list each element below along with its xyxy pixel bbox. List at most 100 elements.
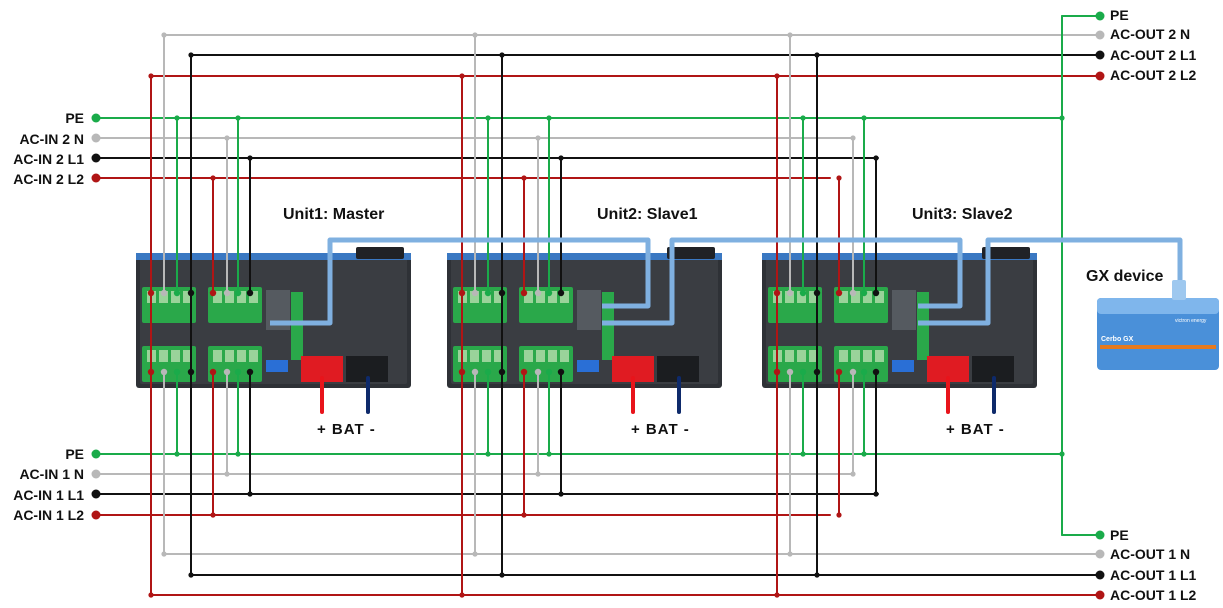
junction-dot bbox=[873, 155, 879, 161]
gx-device-stripe bbox=[1100, 345, 1216, 349]
ac-out-terminal-dot bbox=[1095, 549, 1105, 559]
terminal-screw bbox=[809, 291, 818, 303]
junction-dot bbox=[499, 572, 505, 578]
terminal-screw bbox=[785, 350, 794, 362]
junction-dot bbox=[836, 175, 842, 181]
aux-terminal bbox=[602, 292, 614, 360]
terminal-screw bbox=[548, 291, 557, 303]
terminal-dot bbox=[849, 368, 857, 376]
ac-in-1-n-label: AC-IN 1 N bbox=[19, 466, 84, 482]
junction-dot bbox=[148, 73, 154, 79]
terminal-screw bbox=[851, 291, 860, 303]
ac-in-terminal-dot bbox=[91, 153, 101, 163]
terminal-dot bbox=[557, 368, 565, 376]
terminal-dot bbox=[223, 368, 231, 376]
ac-out-1-pe-label: PE bbox=[1110, 527, 1129, 543]
terminal-screw bbox=[797, 291, 806, 303]
terminal-screw bbox=[494, 291, 503, 303]
unit-top-strip bbox=[447, 253, 722, 260]
junction-dot bbox=[814, 52, 820, 58]
terminal-screw bbox=[183, 350, 192, 362]
junction-dot bbox=[546, 115, 552, 121]
terminal-screw bbox=[863, 350, 872, 362]
terminal-screw bbox=[839, 291, 848, 303]
terminal-dot bbox=[484, 368, 492, 376]
junction-dot bbox=[774, 592, 780, 598]
junction-dot bbox=[787, 551, 793, 557]
ac-out-terminal-dot bbox=[1095, 50, 1105, 60]
terminal-screw bbox=[213, 291, 222, 303]
ac-in-1-l2-label: AC-IN 1 L2 bbox=[13, 507, 84, 523]
terminal-dot bbox=[849, 289, 857, 297]
terminal-dot bbox=[872, 289, 880, 297]
terminal-dot bbox=[234, 289, 242, 297]
junction-dot bbox=[188, 52, 194, 58]
unit3-title: Unit3: Slave2 bbox=[912, 206, 1013, 223]
ac-out-terminal-dot bbox=[1095, 11, 1105, 21]
junction-dot bbox=[161, 551, 167, 557]
terminal-dot bbox=[246, 289, 254, 297]
gx-device-title: GX device bbox=[1086, 268, 1164, 285]
terminal-screw bbox=[237, 350, 246, 362]
ac-out-2-l1-label: AC-OUT 2 L1 bbox=[1110, 47, 1197, 63]
junction-dot bbox=[161, 32, 167, 38]
terminal-screw bbox=[536, 350, 545, 362]
ac-in-2-n-label: AC-IN 2 N bbox=[19, 131, 84, 147]
terminal-screw bbox=[863, 291, 872, 303]
terminal-dot bbox=[173, 289, 181, 297]
ve-bus-cable-2-3 bbox=[602, 237, 963, 326]
terminal-dot bbox=[458, 368, 466, 376]
dip-switch bbox=[577, 360, 599, 372]
ac-out-terminal-dot bbox=[1095, 71, 1105, 81]
junction-dot bbox=[850, 471, 856, 477]
junction-dot bbox=[836, 512, 842, 518]
terminal-screw bbox=[560, 350, 569, 362]
ac-out-1-n-label: AC-OUT 1 N bbox=[1110, 546, 1191, 562]
terminal-dot bbox=[799, 368, 807, 376]
terminal-screw bbox=[225, 291, 234, 303]
terminal-dot bbox=[557, 289, 565, 297]
terminal-dot bbox=[173, 368, 181, 376]
terminal-dot bbox=[160, 289, 168, 297]
junction-dot bbox=[210, 175, 216, 181]
ac-in-terminal-dot bbox=[91, 449, 101, 459]
unit-2 bbox=[447, 247, 722, 414]
terminal-dot bbox=[813, 289, 821, 297]
terminal-dot bbox=[773, 368, 781, 376]
unit-top-handle bbox=[667, 247, 715, 259]
gx-device-top bbox=[1097, 298, 1219, 314]
junction-dot bbox=[174, 115, 180, 121]
junction-dot bbox=[521, 512, 527, 518]
terminal-screw bbox=[470, 291, 479, 303]
terminal-screw bbox=[171, 291, 180, 303]
terminal-dot bbox=[147, 368, 155, 376]
junction-dot bbox=[558, 155, 564, 161]
terminal-screw bbox=[524, 350, 533, 362]
terminal-screw bbox=[213, 350, 222, 362]
junction-dot bbox=[558, 491, 564, 497]
junction-dot bbox=[787, 32, 793, 38]
terminal-dots bbox=[91, 11, 1105, 600]
junction-dot bbox=[1059, 115, 1065, 121]
gx-brand-text: victron energy bbox=[1175, 318, 1207, 324]
terminal-dot bbox=[484, 289, 492, 297]
ac-in-terminal-dot bbox=[91, 489, 101, 499]
aux-terminal bbox=[291, 292, 303, 360]
terminal-screw bbox=[225, 350, 234, 362]
terminal-dot bbox=[786, 368, 794, 376]
units bbox=[136, 247, 1037, 414]
terminal-dot bbox=[246, 368, 254, 376]
junction-dot bbox=[800, 451, 806, 457]
terminal-screw bbox=[548, 350, 557, 362]
ac-wiring-front bbox=[150, 34, 877, 596]
terminal-screw bbox=[249, 291, 258, 303]
rj45-ports bbox=[577, 290, 601, 330]
terminal-dot bbox=[234, 368, 242, 376]
junction-dot bbox=[247, 155, 253, 161]
terminal-dot bbox=[471, 289, 479, 297]
terminal-dot bbox=[799, 289, 807, 297]
ac-in-2-l2-label: AC-IN 2 L2 bbox=[13, 171, 84, 187]
terminal-dot bbox=[209, 368, 217, 376]
ac-out-1-l2-label: AC-OUT 1 L2 bbox=[1110, 587, 1197, 603]
